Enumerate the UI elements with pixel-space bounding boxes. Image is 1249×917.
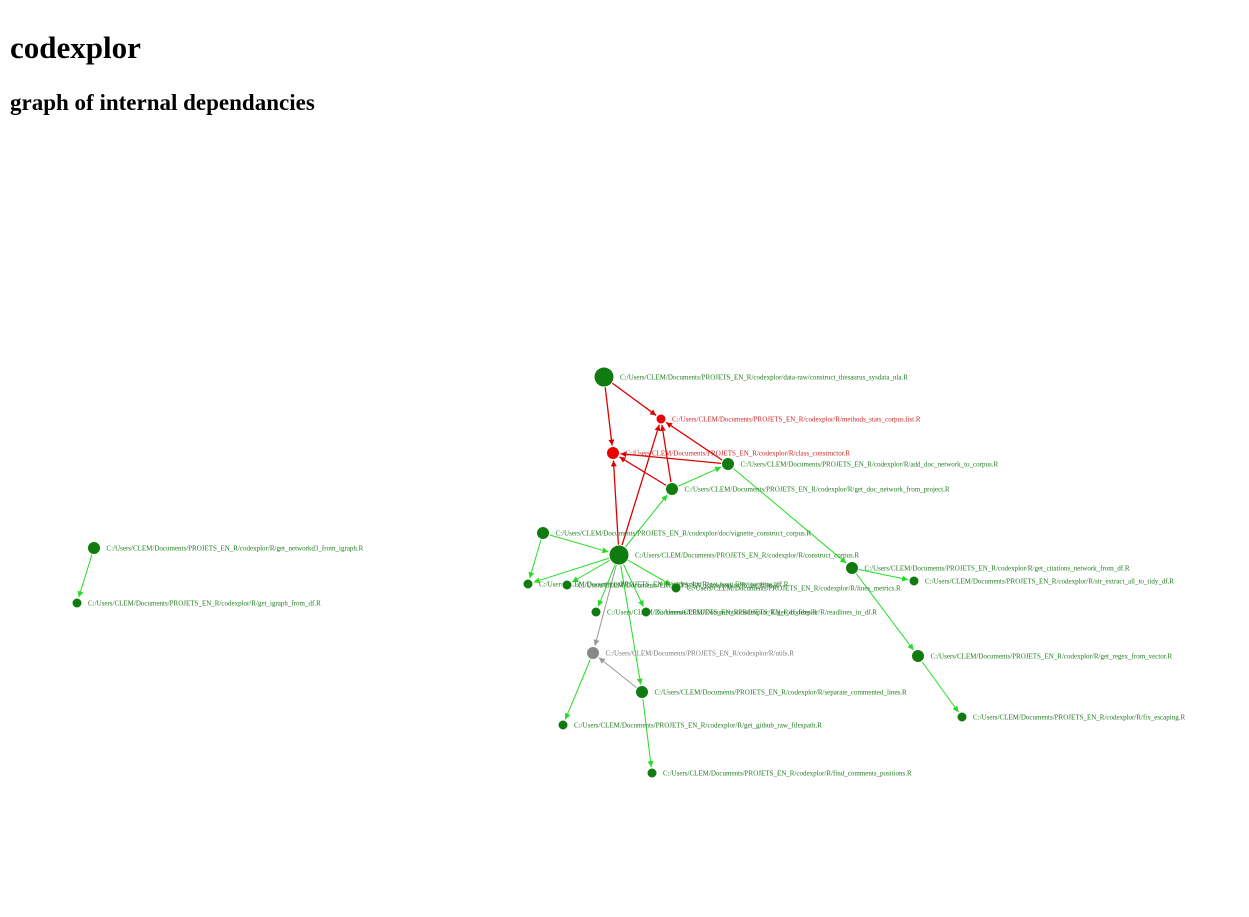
node-construct_corpus[interactable]: C:/Users/CLEM/Documents/PROJETS_EN_R/cod…	[608, 544, 860, 566]
node-label: C:/Users/CLEM/Documents/PROJETS_EN_R/cod…	[687, 585, 901, 593]
page-subtitle: graph of internal dependancies	[10, 90, 315, 115]
node-label: C:/Users/CLEM/Documents/PROJETS_EN_R/cod…	[626, 450, 851, 458]
edge-vignette-to-ov_a	[528, 532, 544, 579]
edge-get_citations-to-get_regex	[851, 567, 914, 651]
node-circle[interactable]	[665, 482, 679, 496]
edge-utils-to-get_github	[564, 652, 594, 720]
node-circle[interactable]	[908, 575, 920, 587]
node-label: C:/Users/CLEM/Documents/PROJETS_EN_R/cod…	[539, 581, 789, 589]
node-circle[interactable]	[522, 578, 534, 590]
edge-get_doc_network-to-methods_stats	[659, 424, 673, 490]
node-circle[interactable]	[608, 544, 630, 566]
node-label: C:/Users/CLEM/Documents/PROJETS_EN_R/cod…	[556, 530, 812, 538]
node-label: C:/Users/CLEM/Documents/PROJETS_EN_R/cod…	[620, 374, 908, 382]
node-circle[interactable]	[911, 649, 925, 663]
node-circle[interactable]	[536, 526, 550, 540]
node-circle[interactable]	[640, 606, 652, 618]
edge-networkd3-to-igraph	[77, 547, 95, 598]
node-str_extract[interactable]: C:/Users/CLEM/Documents/PROJETS_EN_R/cod…	[908, 575, 1174, 587]
node-ov_b[interactable]: C:/Users/CLEM/Documents/PROJETS_EN_R/cod…	[561, 579, 779, 591]
node-find_comments[interactable]: C:/Users/CLEM/Documents/PROJETS_EN_R/cod…	[646, 767, 912, 779]
node-circle[interactable]	[561, 579, 573, 591]
edge-separate_commented-to-find_comments	[641, 691, 654, 768]
node-circle[interactable]	[721, 457, 735, 471]
node-circle[interactable]	[635, 685, 649, 699]
nodes-layer: C:/Users/CLEM/Documents/PROJETS_EN_R/cod…	[71, 366, 1185, 779]
node-fix_escaping[interactable]: C:/Users/CLEM/Documents/PROJETS_EN_R/cod…	[956, 711, 1185, 723]
node-circle[interactable]	[655, 413, 667, 425]
edge-vignette-to-construct_corpus	[542, 532, 609, 554]
node-label: C:/Users/CLEM/Documents/PROJETS_EN_R/cod…	[578, 582, 779, 590]
edge-add_doc_network-to-class_constructor	[620, 451, 729, 465]
edge-construct_corpus-to-methods_stats	[618, 424, 661, 556]
node-ov_a[interactable]: C:/Users/CLEM/Documents/PROJETS_EN_R/cod…	[522, 578, 789, 590]
node-circle[interactable]	[670, 582, 682, 594]
node-label: C:/Users/CLEM/Documents/PROJETS_EN_R/cod…	[973, 714, 1185, 722]
node-label: C:/Users/CLEM/Documents/PROJETS_EN_R/cod…	[574, 722, 822, 730]
edge-construct_corpus-to-separate_commented	[618, 554, 643, 685]
node-circle[interactable]	[593, 366, 615, 388]
node-circle[interactable]	[646, 767, 658, 779]
node-circle[interactable]	[845, 561, 859, 575]
node-circle[interactable]	[586, 646, 600, 660]
node-label: C:/Users/CLEM/Documents/PROJETS_EN_R/cod…	[655, 689, 907, 697]
edge-add_doc_network-to-methods_stats	[665, 421, 729, 465]
node-label: C:/Users/CLEM/Documents/PROJETS_EN_R/cod…	[672, 416, 921, 424]
node-utils[interactable]: C:/Users/CLEM/Documents/PROJETS_EN_R/cod…	[586, 646, 795, 660]
node-label: C:/Users/CLEM/Documents/PROJETS_EN_R/cod…	[865, 565, 1130, 573]
edge-get_doc_network-to-add_doc_network	[671, 466, 722, 490]
node-add_doc_network[interactable]: C:/Users/CLEM/Documents/PROJETS_EN_R/cod…	[721, 457, 999, 471]
node-networkd3[interactable]: C:/Users/CLEM/Documents/PROJETS_EN_R/cod…	[87, 541, 364, 555]
edge-get_regex-to-fix_escaping	[917, 655, 959, 713]
edge-construct_thesaurus-to-methods_stats	[603, 376, 657, 416]
node-circle[interactable]	[606, 446, 620, 460]
node-circle[interactable]	[87, 541, 101, 555]
edge-get_citations-to-str_extract	[851, 567, 909, 582]
edge-construct_corpus-to-class_constructor	[610, 460, 620, 556]
edge-separate_commented-to-utils	[598, 657, 643, 693]
node-lines_metrics[interactable]: C:/Users/CLEM/Documents/PROJETS_EN_R/cod…	[670, 582, 901, 594]
edge-get_doc_network-to-class_constructor	[619, 456, 673, 490]
node-label: C:/Users/CLEM/Documents/PROJETS_EN_R/cod…	[635, 552, 860, 560]
node-class_constructor[interactable]: C:/Users/CLEM/Documents/PROJETS_EN_R/cod…	[606, 446, 851, 460]
node-label: C:/Users/CLEM/Documents/PROJETS_EN_R/cod…	[925, 578, 1174, 586]
node-circle[interactable]	[71, 597, 83, 609]
node-label: C:/Users/CLEM/Documents/PROJETS_EN_R/cod…	[88, 600, 321, 608]
edges-layer	[77, 376, 959, 768]
edge-construct_corpus-to-get_doc_network	[618, 494, 668, 556]
node-ov_c[interactable]: C:/Users/CLEM/Documents/PROJETS_EN_R/cod…	[640, 606, 877, 618]
node-label: C:/Users/CLEM/Documents/PROJETS_EN_R/cod…	[107, 545, 364, 553]
node-vignette[interactable]: C:/Users/CLEM/Documents/PROJETS_EN_R/cod…	[536, 526, 812, 540]
node-label: C:/Users/CLEM/Documents/PROJETS_EN_R/cod…	[657, 609, 877, 617]
edge-add_doc_network-to-get_citations	[727, 463, 847, 564]
node-circle[interactable]	[590, 606, 602, 618]
node-label: C:/Users/CLEM/Documents/PROJETS_EN_R/cod…	[931, 653, 1173, 661]
node-get_regex[interactable]: C:/Users/CLEM/Documents/PROJETS_EN_R/cod…	[911, 649, 1173, 663]
node-get_github[interactable]: C:/Users/CLEM/Documents/PROJETS_EN_R/cod…	[557, 719, 822, 731]
node-label: C:/Users/CLEM/Documents/PROJETS_EN_R/cod…	[663, 770, 912, 778]
node-circle[interactable]	[557, 719, 569, 731]
node-label: C:/Users/CLEM/Documents/PROJETS_EN_R/cod…	[607, 609, 817, 617]
node-label: C:/Users/CLEM/Documents/PROJETS_EN_R/cod…	[685, 486, 950, 494]
page-title: codexplor	[10, 30, 141, 65]
node-separate_commented[interactable]: C:/Users/CLEM/Documents/PROJETS_EN_R/cod…	[635, 685, 907, 699]
node-igraph[interactable]: C:/Users/CLEM/Documents/PROJETS_EN_R/cod…	[71, 597, 321, 609]
node-get_doc_network[interactable]: C:/Users/CLEM/Documents/PROJETS_EN_R/cod…	[665, 482, 950, 496]
node-get_citations[interactable]: C:/Users/CLEM/Documents/PROJETS_EN_R/cod…	[845, 561, 1130, 575]
node-circle[interactable]	[956, 711, 968, 723]
edge-construct_corpus-to-ov_a	[533, 554, 620, 584]
node-label: C:/Users/CLEM/Documents/PROJETS_EN_R/cod…	[741, 461, 999, 469]
node-methods_stats[interactable]: C:/Users/CLEM/Documents/PROJETS_EN_R/cod…	[655, 413, 921, 425]
node-ov_d[interactable]: C:/Users/CLEM/Documents/PROJETS_EN_R/cod…	[590, 606, 817, 618]
edge-construct_thesaurus-to-class_constructor	[603, 376, 615, 446]
edge-construct_corpus-to-utils	[593, 554, 620, 646]
node-construct_thesaurus[interactable]: C:/Users/CLEM/Documents/PROJETS_EN_R/cod…	[593, 366, 908, 388]
node-label: C:/Users/CLEM/Documents/PROJETS_EN_R/cod…	[606, 650, 795, 658]
